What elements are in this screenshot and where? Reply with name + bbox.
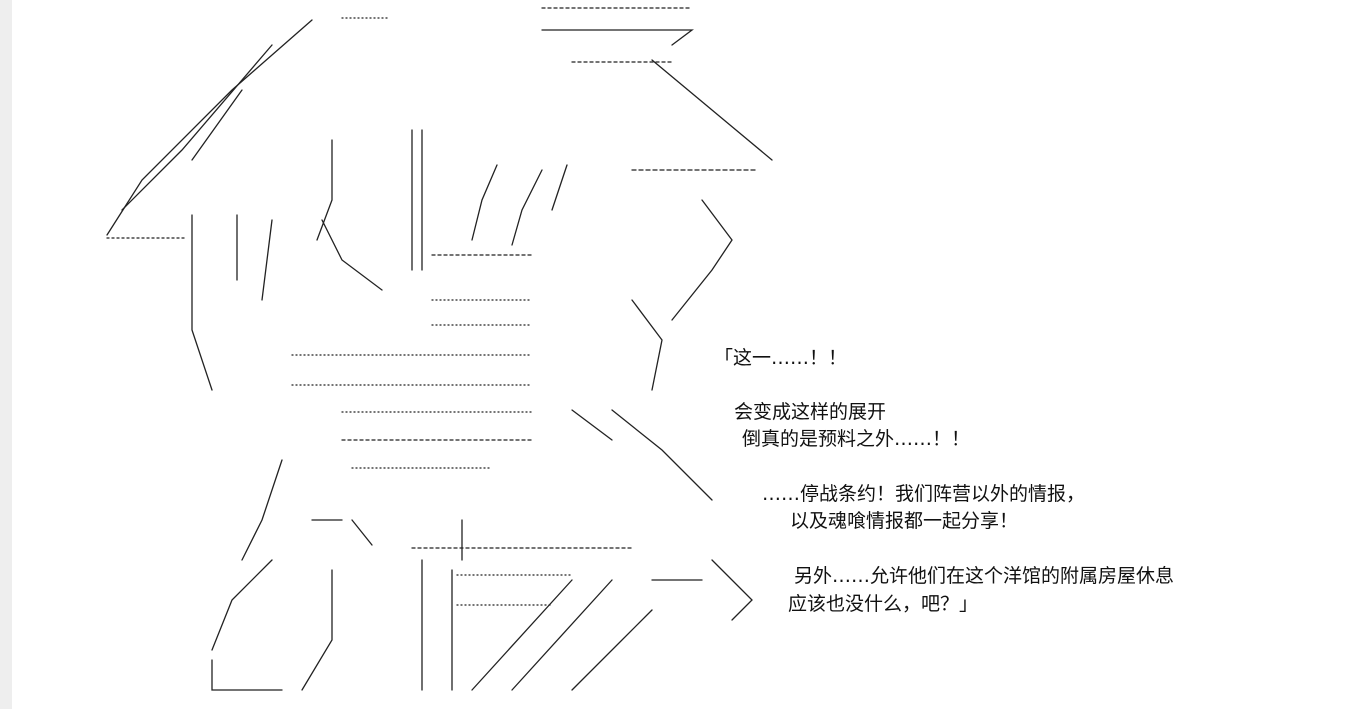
dialogue-line: 倒真的是预料之外……！！ [742, 428, 971, 450]
dialogue-line: 以及魂喰情报都一起分享！ [790, 510, 1019, 532]
dialogue-line: 「这一……！！ [714, 347, 848, 369]
speech-text: 「这一……！！ 会变成这样的展开 倒真的是预料之外……！！ ……停战条约！我们阵… [12, 0, 1350, 709]
manga-panel: 「这一……！！ 会变成这样的展开 倒真的是预料之外……！！ ……停战条约！我们阵… [12, 0, 1350, 709]
dialogue-line: ……停战条约！我们阵营以外的情报， [762, 483, 1086, 505]
ascii-art-character-illustration [106, 7, 773, 691]
dialogue-line: 应该也没什么，吧？」 [788, 593, 979, 615]
dialogue-line: 会变成这样的展开 [734, 401, 887, 423]
dialogue-line: 另外……允许他们在这个洋馆的附属房屋休息 [794, 565, 1175, 587]
